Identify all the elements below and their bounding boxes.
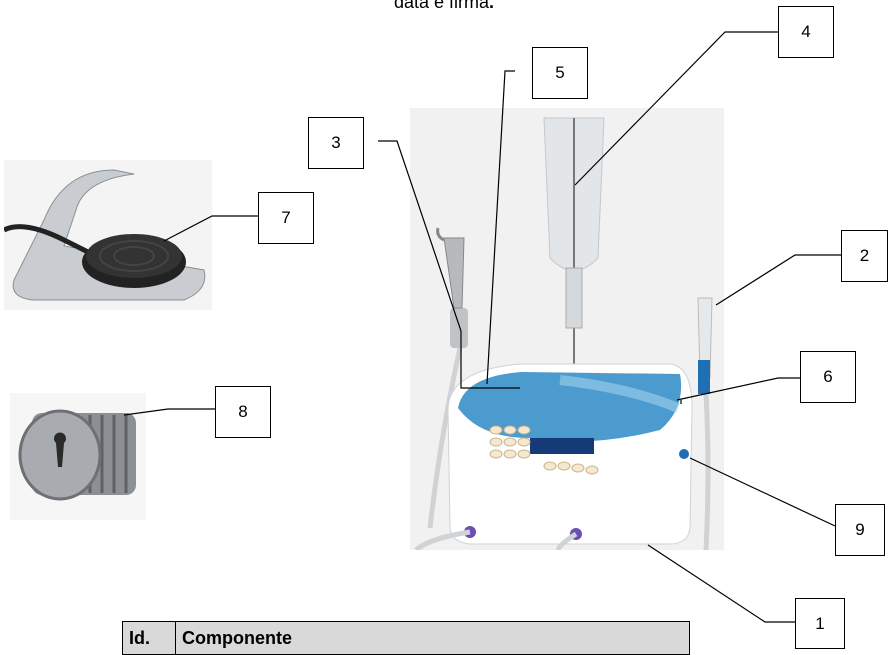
callout-5: 5 <box>532 47 588 99</box>
callout-6: 6 <box>800 351 856 403</box>
column-header-id: Id. <box>123 622 176 655</box>
table-header-row: Id. Componente <box>123 622 690 655</box>
callout-3-label: 3 <box>331 133 340 153</box>
callout-2: 2 <box>841 230 888 282</box>
callout-3: 3 <box>308 117 364 169</box>
components-table: Id. Componente <box>122 621 690 655</box>
callout-1: 1 <box>795 598 845 649</box>
callout-8-label: 8 <box>238 402 247 422</box>
callout-7-label: 7 <box>281 208 290 228</box>
column-header-component: Componente <box>176 622 690 655</box>
callout-8: 8 <box>215 386 271 438</box>
callout-5-label: 5 <box>555 63 564 83</box>
callout-9-label: 9 <box>855 520 864 540</box>
callout-9: 9 <box>835 504 885 556</box>
callout-1-label: 1 <box>815 614 824 634</box>
callout-7: 7 <box>258 192 314 244</box>
callout-6-label: 6 <box>823 367 832 387</box>
callout-4-label: 4 <box>801 22 810 42</box>
callout-4: 4 <box>778 6 834 58</box>
callout-2-label: 2 <box>860 246 869 266</box>
